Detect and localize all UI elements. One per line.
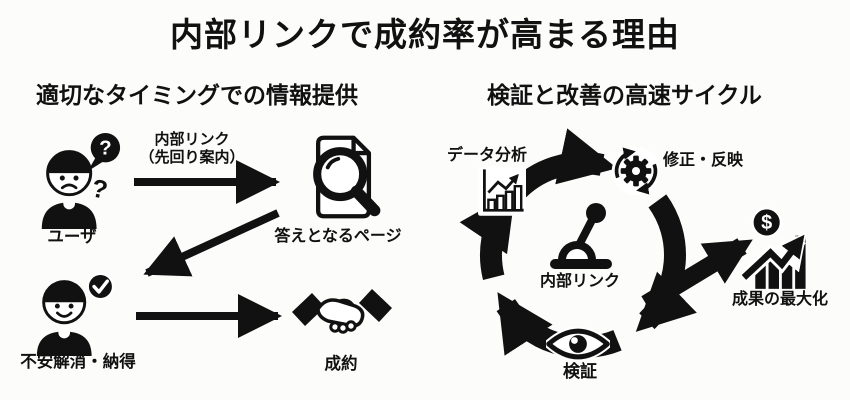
arrow-user-to-page-icon — [131, 160, 287, 204]
contract-label: 成約 — [324, 355, 358, 373]
user-label: ユーザ — [47, 228, 97, 246]
data-analysis-label: データ分析 — [446, 147, 527, 164]
fix-reflect-label: 修正・反映 — [663, 152, 744, 169]
dollar-glyph: $ — [761, 212, 772, 234]
gear-sync-icon — [611, 146, 661, 196]
verification-label: 検証 — [563, 362, 597, 381]
answer-page-label: 答えとなるページ — [274, 228, 402, 245]
bar-chart-icon — [478, 166, 526, 216]
left-section-heading: 適切なタイミングでの情報提供 — [36, 82, 358, 108]
lever-icon — [549, 202, 615, 270]
page-title: 内部リンクで成約率が高まる理由 — [170, 16, 680, 53]
user-check-icon — [27, 266, 121, 356]
cycle-center-label: 内部リンク — [539, 273, 620, 290]
arrow-page-to-user-icon — [125, 203, 287, 289]
document-search-icon — [299, 132, 389, 222]
arrow-user-to-contract-icon — [133, 294, 287, 338]
eye-icon — [546, 325, 610, 363]
caption-line-2: （先回り案内） — [139, 149, 245, 166]
question-mark-glyph: ? — [99, 137, 112, 160]
reassured-label: 不安解消・納得 — [20, 353, 136, 371]
right-section-heading: 検証と改善の高速サイクル — [487, 82, 762, 108]
question-mark-glyph: ? — [89, 174, 110, 205]
handshake-icon — [292, 284, 392, 352]
caption-line-1: 内部リンク — [154, 131, 230, 148]
dollar-growth-icon: $ — [742, 206, 816, 292]
internal-link-arrow-caption: 内部リンク （先回り案内） — [128, 131, 256, 167]
confused-user-icon: ? ? — [30, 131, 124, 229]
max-results-label: 成果の最大化 — [731, 291, 828, 308]
